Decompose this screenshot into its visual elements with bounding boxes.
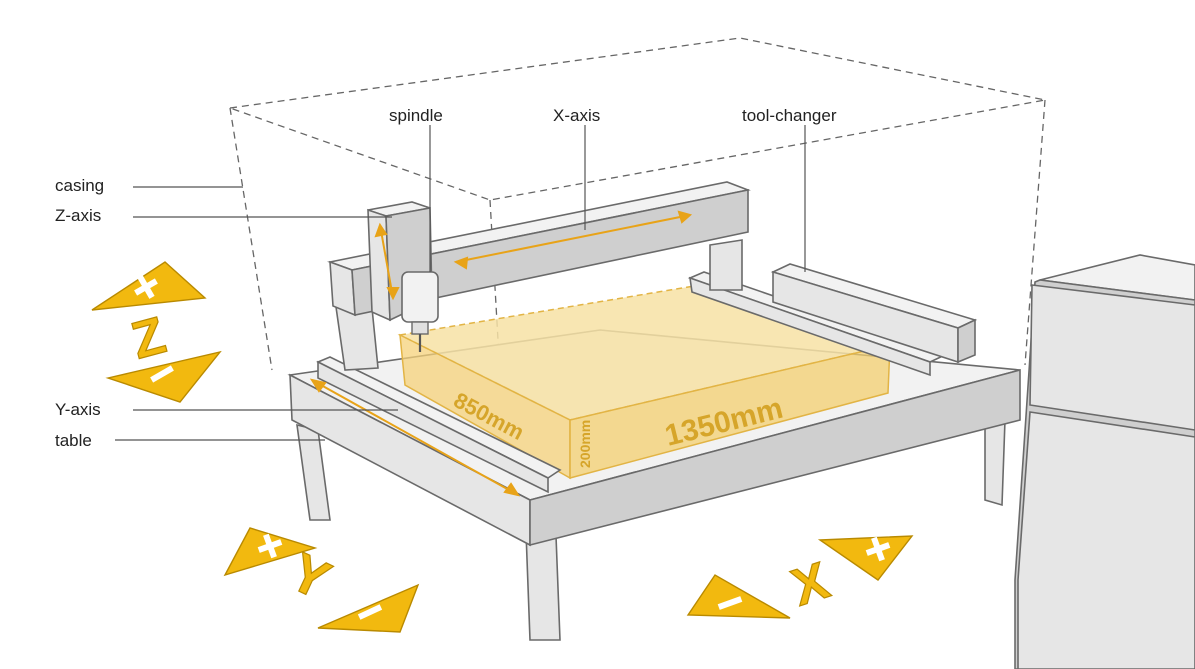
label-spindle: spindle [389, 106, 443, 125]
label-tool-changer: tool-changer [742, 106, 837, 125]
axis-travel-arrows [309, 210, 693, 497]
plus-icon [865, 536, 891, 562]
spindle [401, 271, 439, 352]
tool-changer [770, 263, 978, 364]
label-table: table [55, 431, 92, 450]
minus-icon [717, 596, 743, 610]
z-axis-letter: Z [126, 306, 172, 370]
y-axis-marker: Y [223, 527, 420, 633]
plus-icon [134, 275, 158, 299]
dimension-height: 200mm [577, 420, 593, 468]
gantry [327, 181, 751, 371]
leader-lines [115, 125, 806, 441]
label-y-axis: Y-axis [55, 400, 101, 419]
y-axis-rail [316, 271, 948, 494]
plus-icon [257, 533, 283, 559]
label-x-axis: X-axis [553, 106, 600, 125]
label-z-axis: Z-axis [55, 206, 101, 225]
label-casing: casing [55, 176, 104, 195]
z-axis-marker: Z [91, 261, 222, 403]
minus-icon [357, 604, 383, 620]
x-axis-marker: X [686, 535, 914, 619]
x-axis-letter: X [785, 552, 836, 618]
side-cabinet [1014, 254, 1195, 669]
minus-icon [150, 365, 174, 383]
